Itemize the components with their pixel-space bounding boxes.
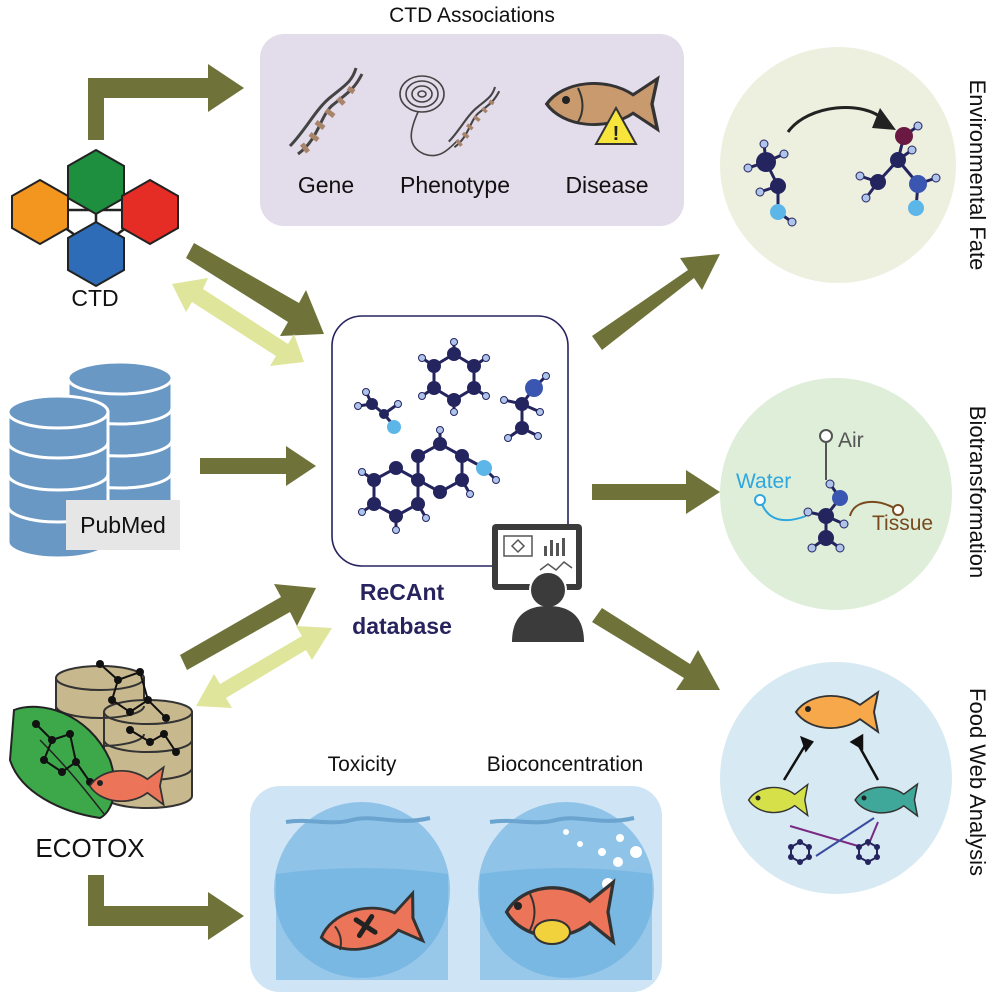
food-web-circle	[720, 662, 952, 894]
arrow-ctd-to-hub	[186, 243, 324, 336]
env-fate-circle	[720, 47, 956, 283]
hexagon-green	[67, 148, 125, 216]
env-fate-molecules	[743, 106, 941, 227]
flow-arrows	[88, 64, 720, 940]
arrow-hub-to-biotransformation	[592, 470, 720, 514]
recant-title-line2: database	[352, 613, 452, 639]
air-label: Air	[838, 429, 864, 452]
bidirectional-arrows	[172, 278, 332, 708]
ctd-source-label: CTD	[71, 285, 118, 311]
arrow-hub-to-food-web	[592, 608, 720, 690]
fish-warning-icon: !	[545, 77, 660, 145]
food-web-label: Food Web Analysis	[965, 688, 990, 876]
recant-database-box	[331, 315, 569, 567]
arrow-hub-ecotox-sync	[196, 626, 332, 708]
arrow-pubmed-to-hub	[200, 446, 316, 486]
ecotox-fish-icon	[88, 766, 165, 806]
hexagon-blue	[67, 220, 125, 288]
arrow-ecotox-to-panel	[88, 875, 244, 940]
arrow-hub-to-env-fate	[592, 254, 720, 350]
hexagon-orange	[11, 178, 69, 246]
biotransformation-label: Biotransformation	[965, 406, 990, 578]
water-label: Water	[736, 470, 791, 493]
toxicity-water-circle	[274, 802, 450, 980]
pubmed-label-box	[66, 500, 180, 550]
arrow-hub-ctd-sync	[172, 278, 304, 366]
toxic-fish-icon	[314, 891, 425, 963]
food-web-graphic	[747, 691, 919, 865]
leaf-network-icon	[8, 660, 180, 820]
biotransformation-graphic	[754, 429, 904, 553]
ecotox-source-label: ECOTOX	[35, 833, 144, 863]
recant-title-line1: ReCAnt	[360, 579, 445, 605]
pubmed-source-label: PubMed	[80, 512, 166, 538]
gene-dna-icon	[288, 67, 364, 156]
fingerprint-dna-icon	[399, 75, 501, 157]
small-molecule-right	[856, 839, 880, 865]
bioconcentration-fish-icon	[504, 880, 615, 945]
bioconcentration-label: Bioconcentration	[487, 753, 643, 776]
arrow-ecotox-to-hub	[180, 584, 316, 670]
ctd-gene-label: Gene	[298, 172, 354, 198]
ctd-associations-panel	[260, 34, 684, 226]
toxicity-label: Toxicity	[328, 753, 397, 776]
tissue-label: Tissue	[872, 512, 933, 535]
ctd-phenotype-label: Phenotype	[400, 172, 510, 198]
computer-user-icon	[492, 524, 584, 642]
svg-text:!: !	[613, 123, 620, 145]
molecule-atoms	[354, 338, 550, 534]
hexagon-red	[121, 178, 179, 246]
arrow-ctd-to-associations	[88, 64, 244, 140]
hexagon-network-icon	[11, 148, 179, 288]
small-molecule-left	[788, 839, 812, 865]
env-fate-label: Environmental Fate	[965, 80, 990, 271]
ctd-associations-title: CTD Associations	[389, 4, 555, 27]
ctd-disease-label: Disease	[565, 172, 648, 198]
